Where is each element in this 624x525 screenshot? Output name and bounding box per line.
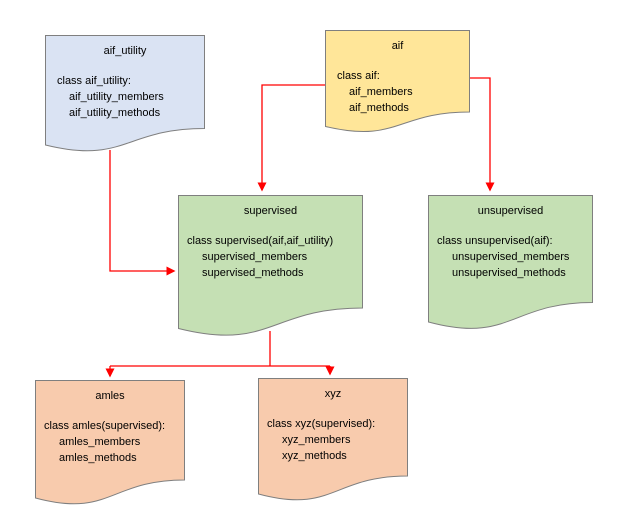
class-declaration: class aif: — [337, 70, 380, 82]
members-line: supervised_members — [202, 251, 308, 263]
node-title: unsupervised — [477, 205, 544, 217]
arrow-aif-to-supervised — [257, 84, 325, 192]
arrow-aif-to-unsupervised — [470, 77, 495, 192]
class-declaration: class aif_utility: — [57, 75, 131, 87]
node-body: class amles(supervised): amles_members a… — [35, 418, 185, 466]
class-declaration: class xyz(supervised): — [267, 418, 376, 430]
node-body: class supervised(aif,aif_utility) superv… — [178, 233, 363, 281]
arrow-aif-utility-to-supervised — [109, 150, 176, 276]
members-line: xyz_members — [282, 434, 351, 446]
methods-line: amles_methods — [59, 452, 137, 464]
node-body: class xyz(supervised): xyz_members xyz_m… — [258, 416, 408, 464]
node-xyz: xyz class xyz(supervised): xyz_members x… — [258, 378, 408, 504]
members-line: aif_utility_members — [69, 91, 164, 103]
node-title: aif — [391, 40, 404, 52]
document-shape-icon — [428, 195, 593, 329]
node-supervised: supervised class supervised(aif,aif_util… — [178, 195, 363, 340]
node-body: class unsupervised(aif): unsupervised_me… — [428, 233, 593, 281]
class-declaration: class supervised(aif,aif_utility) — [187, 235, 334, 247]
node-unsupervised: unsupervised class unsupervised(aif): un… — [428, 195, 593, 333]
members-line: amles_members — [59, 436, 141, 448]
methods-line: xyz_methods — [282, 450, 347, 462]
node-amles: amles class amles(supervised): amles_mem… — [35, 380, 185, 508]
class-declaration: class unsupervised(aif): — [437, 235, 553, 247]
document-shape-icon — [35, 380, 185, 505]
members-line: unsupervised_members — [452, 251, 570, 263]
node-title: aif_utility — [103, 45, 147, 57]
methods-line: supervised_methods — [202, 267, 304, 279]
methods-line: unsupervised_methods — [452, 267, 566, 279]
methods-line: aif_methods — [349, 102, 409, 114]
node-body: class aif: aif_members aif_methods — [325, 68, 470, 116]
node-title: supervised — [243, 205, 298, 217]
node-aif-utility: aif_utility class aif_utility: aif_utili… — [45, 35, 205, 155]
methods-line: aif_utility_methods — [69, 107, 161, 119]
node-title: amles — [95, 390, 125, 402]
node-title: xyz — [324, 388, 342, 400]
node-aif: aif class aif: aif_members aif_methods — [325, 30, 470, 135]
document-shape-icon — [178, 195, 363, 336]
members-line: aif_members — [349, 86, 413, 98]
node-body: class aif_utility: aif_utility_members a… — [45, 73, 205, 121]
class-declaration: class amles(supervised): — [44, 420, 166, 432]
document-shape-icon — [325, 30, 470, 133]
document-shape-icon — [258, 378, 408, 501]
document-shape-icon — [45, 35, 205, 152]
